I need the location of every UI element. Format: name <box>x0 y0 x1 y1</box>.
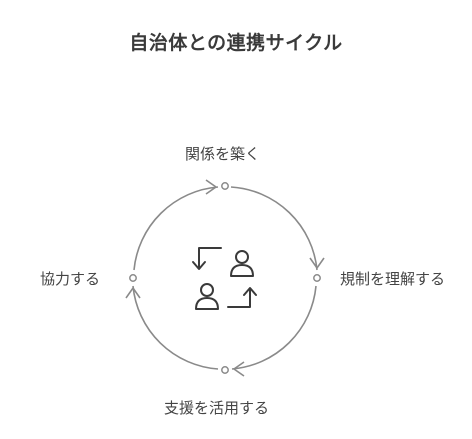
arrowhead-bottom-left <box>125 286 141 299</box>
node-marker-left <box>129 274 137 282</box>
diagram-title: 自治体との連携サイクル <box>129 32 343 54</box>
node-marker-right <box>313 274 321 282</box>
arc-bottom-to-left <box>132 285 219 370</box>
arrowhead-top-right <box>309 257 325 270</box>
node-label-understand-regulations: 規制を理解する <box>340 270 446 288</box>
arc-top-to-right <box>230 186 318 271</box>
node-label-use-support: 支援を活用する <box>164 399 270 417</box>
node-label-build-relationships: 関係を築く <box>185 145 261 163</box>
node-marker-top <box>221 182 229 190</box>
arrowhead-left-top <box>205 179 218 195</box>
people-exchange-icon <box>192 247 257 310</box>
arrowhead-right-bottom <box>232 361 245 377</box>
node-label-cooperate: 協力する <box>40 270 101 288</box>
arc-left-to-top <box>133 186 219 271</box>
node-marker-bottom <box>221 366 229 374</box>
arc-right-to-bottom <box>231 285 317 370</box>
